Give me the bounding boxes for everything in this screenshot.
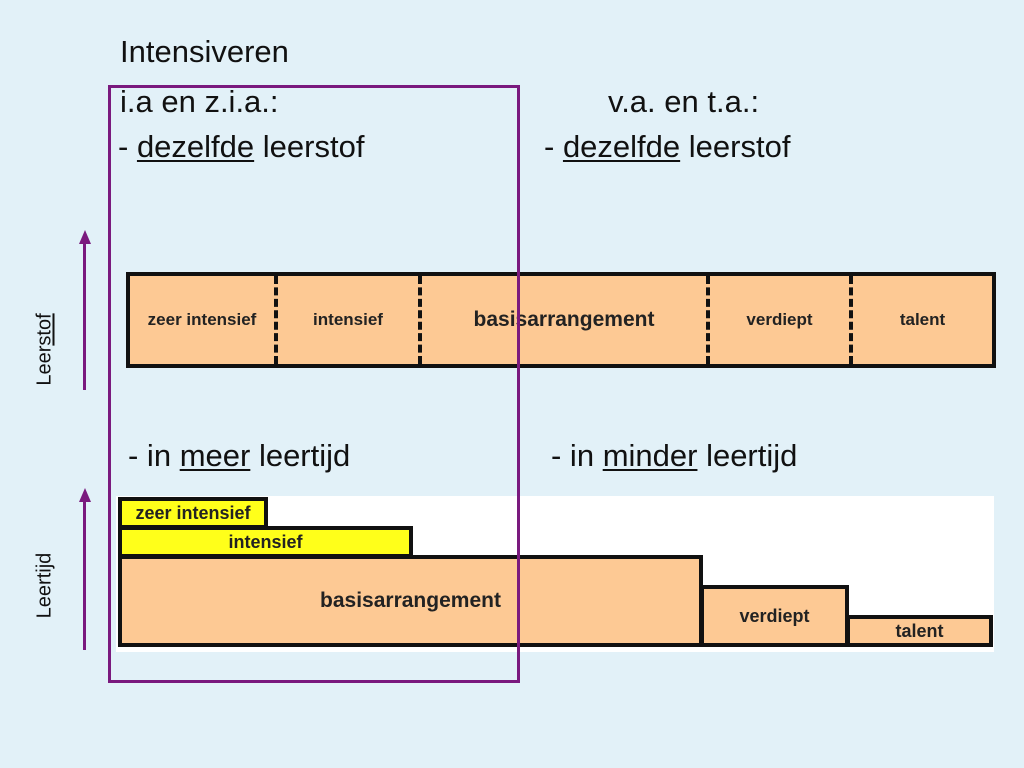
leerstof-label-plain: Leer bbox=[33, 345, 56, 386]
left-leerstof-line: - dezelfde leerstof bbox=[118, 131, 364, 162]
right-leertijd-line: - in minder leertijd bbox=[551, 440, 797, 471]
leerstof-arrow bbox=[83, 242, 86, 390]
left-leertijd-prefix: - in bbox=[128, 438, 180, 473]
leertijd-block-intensief: intensief bbox=[118, 526, 413, 558]
right-leerstof-prefix: - bbox=[544, 129, 563, 164]
leertijd-arrow bbox=[83, 500, 86, 650]
left-leerstof-prefix: - bbox=[118, 129, 137, 164]
left-leertijd-emphasis: meer bbox=[179, 438, 251, 473]
leerstof-segment-zeer-intensief: zeer intensief bbox=[130, 276, 278, 364]
page-title: Intensiveren bbox=[120, 34, 289, 69]
right-leertijd-emphasis: minder bbox=[602, 438, 698, 473]
leertijd-block-basisarrangement: basisarrangement bbox=[118, 555, 703, 647]
right-leerstof-emphasis: dezelfde bbox=[562, 129, 681, 164]
leerstof-arrowhead bbox=[79, 230, 91, 244]
leerstof-segment-basisarrangement: basisarrangement bbox=[422, 276, 710, 364]
leerstof-axis-label: Leerstof bbox=[34, 310, 57, 390]
right-heading: v.a. en t.a.: bbox=[608, 84, 760, 119]
left-heading: i.a en z.i.a.: bbox=[120, 84, 279, 119]
left-leertijd-line: - in meer leertijd bbox=[128, 440, 350, 471]
leerstof-segment-talent: talent bbox=[899, 310, 946, 329]
right-leerstof-line: - dezelfde leerstof bbox=[544, 131, 790, 162]
leerstof-segment-verdiept: verdiept bbox=[710, 276, 853, 364]
leertijd-arrowhead bbox=[79, 488, 91, 502]
leertijd-block-verdiept: verdiept bbox=[700, 585, 849, 647]
leerstof-segment-intensief: intensief bbox=[278, 276, 422, 364]
left-leerstof-emphasis: dezelfde bbox=[136, 129, 255, 164]
right-leertijd-prefix: - in bbox=[551, 438, 603, 473]
leertijd-block-talent: talent bbox=[846, 615, 993, 647]
right-leerstof-suffix: leerstof bbox=[680, 129, 791, 164]
left-leertijd-suffix: leertijd bbox=[250, 438, 351, 473]
right-leertijd-suffix: leertijd bbox=[697, 438, 798, 473]
left-leerstof-suffix: leerstof bbox=[254, 129, 365, 164]
leertijd-block-zeer-intensief: zeer intensief bbox=[118, 497, 268, 529]
leertijd-axis-label: Leertijd bbox=[33, 552, 56, 619]
leerstof-label-underlined: stof bbox=[33, 313, 56, 346]
leerstof-bar: zeer intensief intensief basisarrangemen… bbox=[126, 272, 996, 368]
